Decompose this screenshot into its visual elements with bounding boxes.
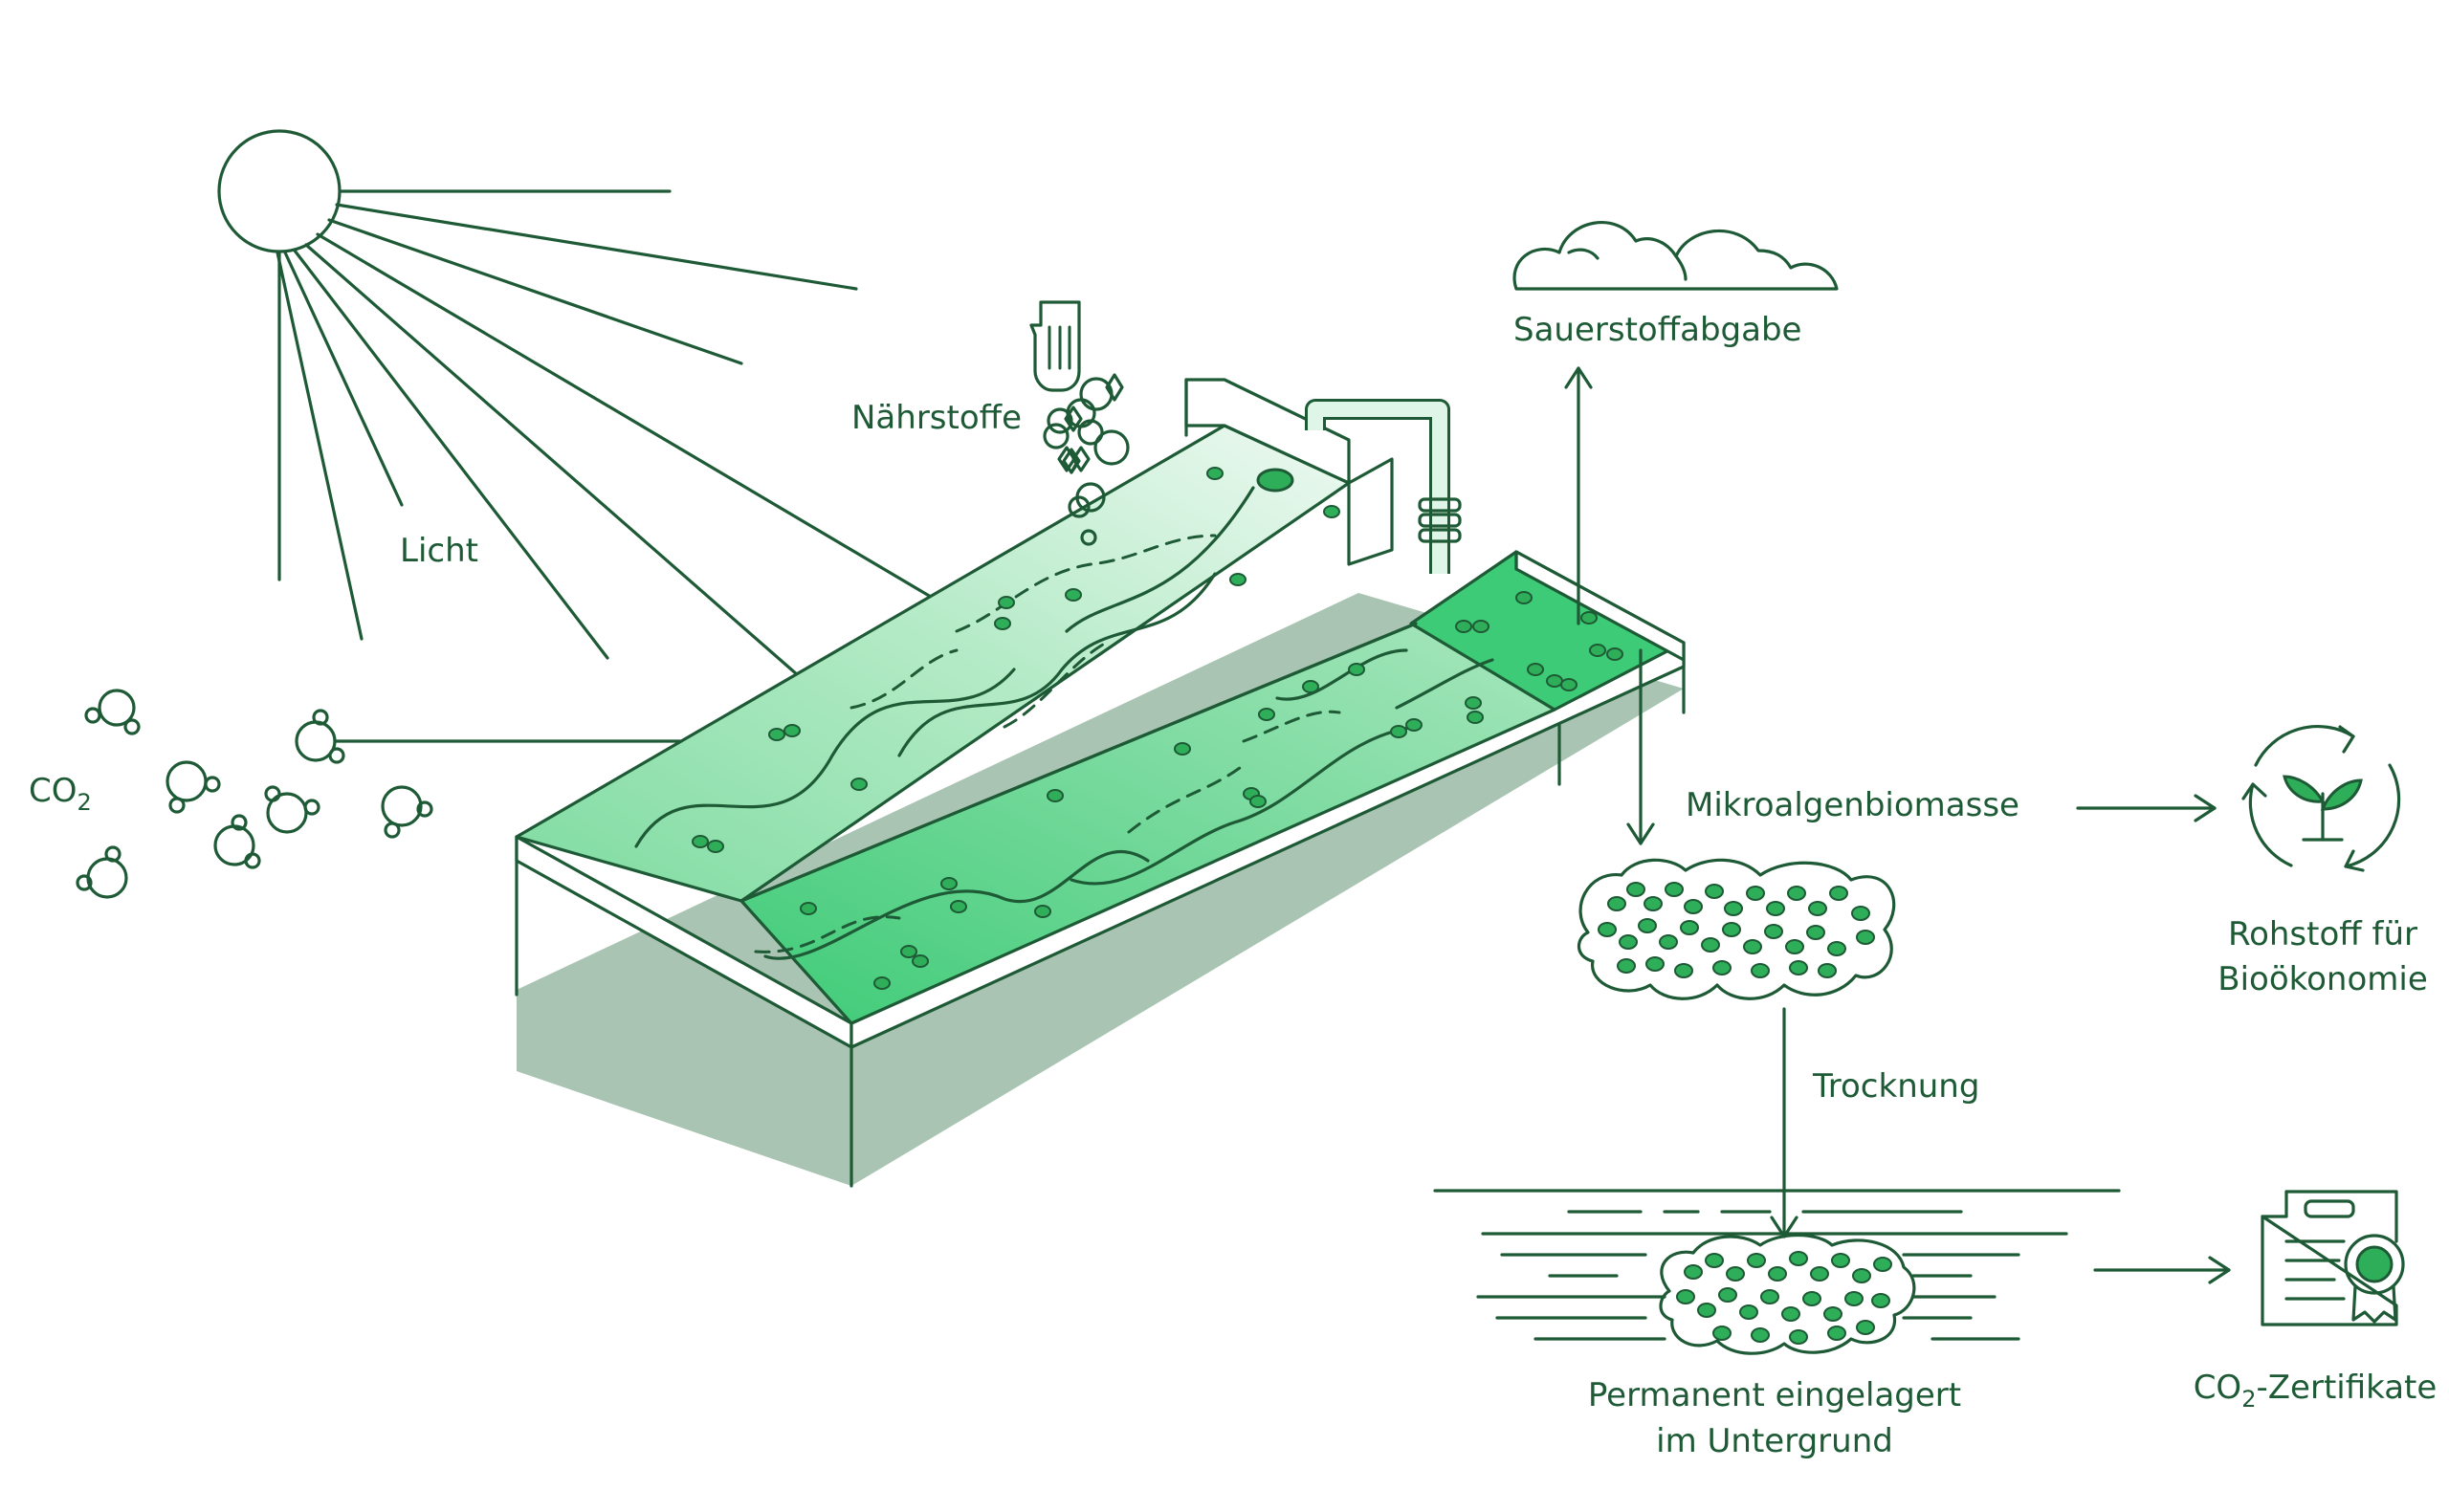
oxygen-arrow [1564,366,1593,625]
co2-molecule-icon [76,689,433,899]
basin-outflow-arrow [1626,648,1655,845]
stored-label-line2: im Untergrund [1656,1422,1893,1460]
certificates-label: CO2-Zertifikate [2194,1369,2438,1413]
sprout-recycle-icon [2241,725,2401,872]
hand-icon [1029,300,1130,546]
cloud-icon [1512,220,1839,291]
stored-label-line1: Permanent eingelagert [1588,1376,1961,1414]
ground-lines [1433,1189,2121,1341]
raw-material-label-line1: Rohstoff für [2228,915,2417,953]
drying-label: Trocknung [1812,1067,1979,1106]
algae-cells [692,467,1623,990]
drying-arrow [1770,1007,1798,1238]
biomass-cluster-icon [1577,858,1896,1000]
algae-pond [515,378,1686,1188]
stored-biomass-cluster-icon [1659,1233,1916,1355]
sun-icon [217,129,959,690]
nutrients-label: Nährstoffe [851,399,1022,437]
storage-to-certificate-arrow [2093,1256,2231,1284]
oxygen-label: Sauerstoffabgabe [1513,311,1801,349]
biomass-label: Mikroalgenbiomasse [1686,786,2019,824]
certificate-icon [2261,1190,2405,1326]
co2-label: CO2 [29,772,92,816]
raw-material-label-line2: Bioökonomie [2217,960,2428,998]
pump-pipe [1305,399,1462,574]
light-label: Licht [400,532,478,570]
biomass-to-raw-arrow [2076,794,2217,822]
